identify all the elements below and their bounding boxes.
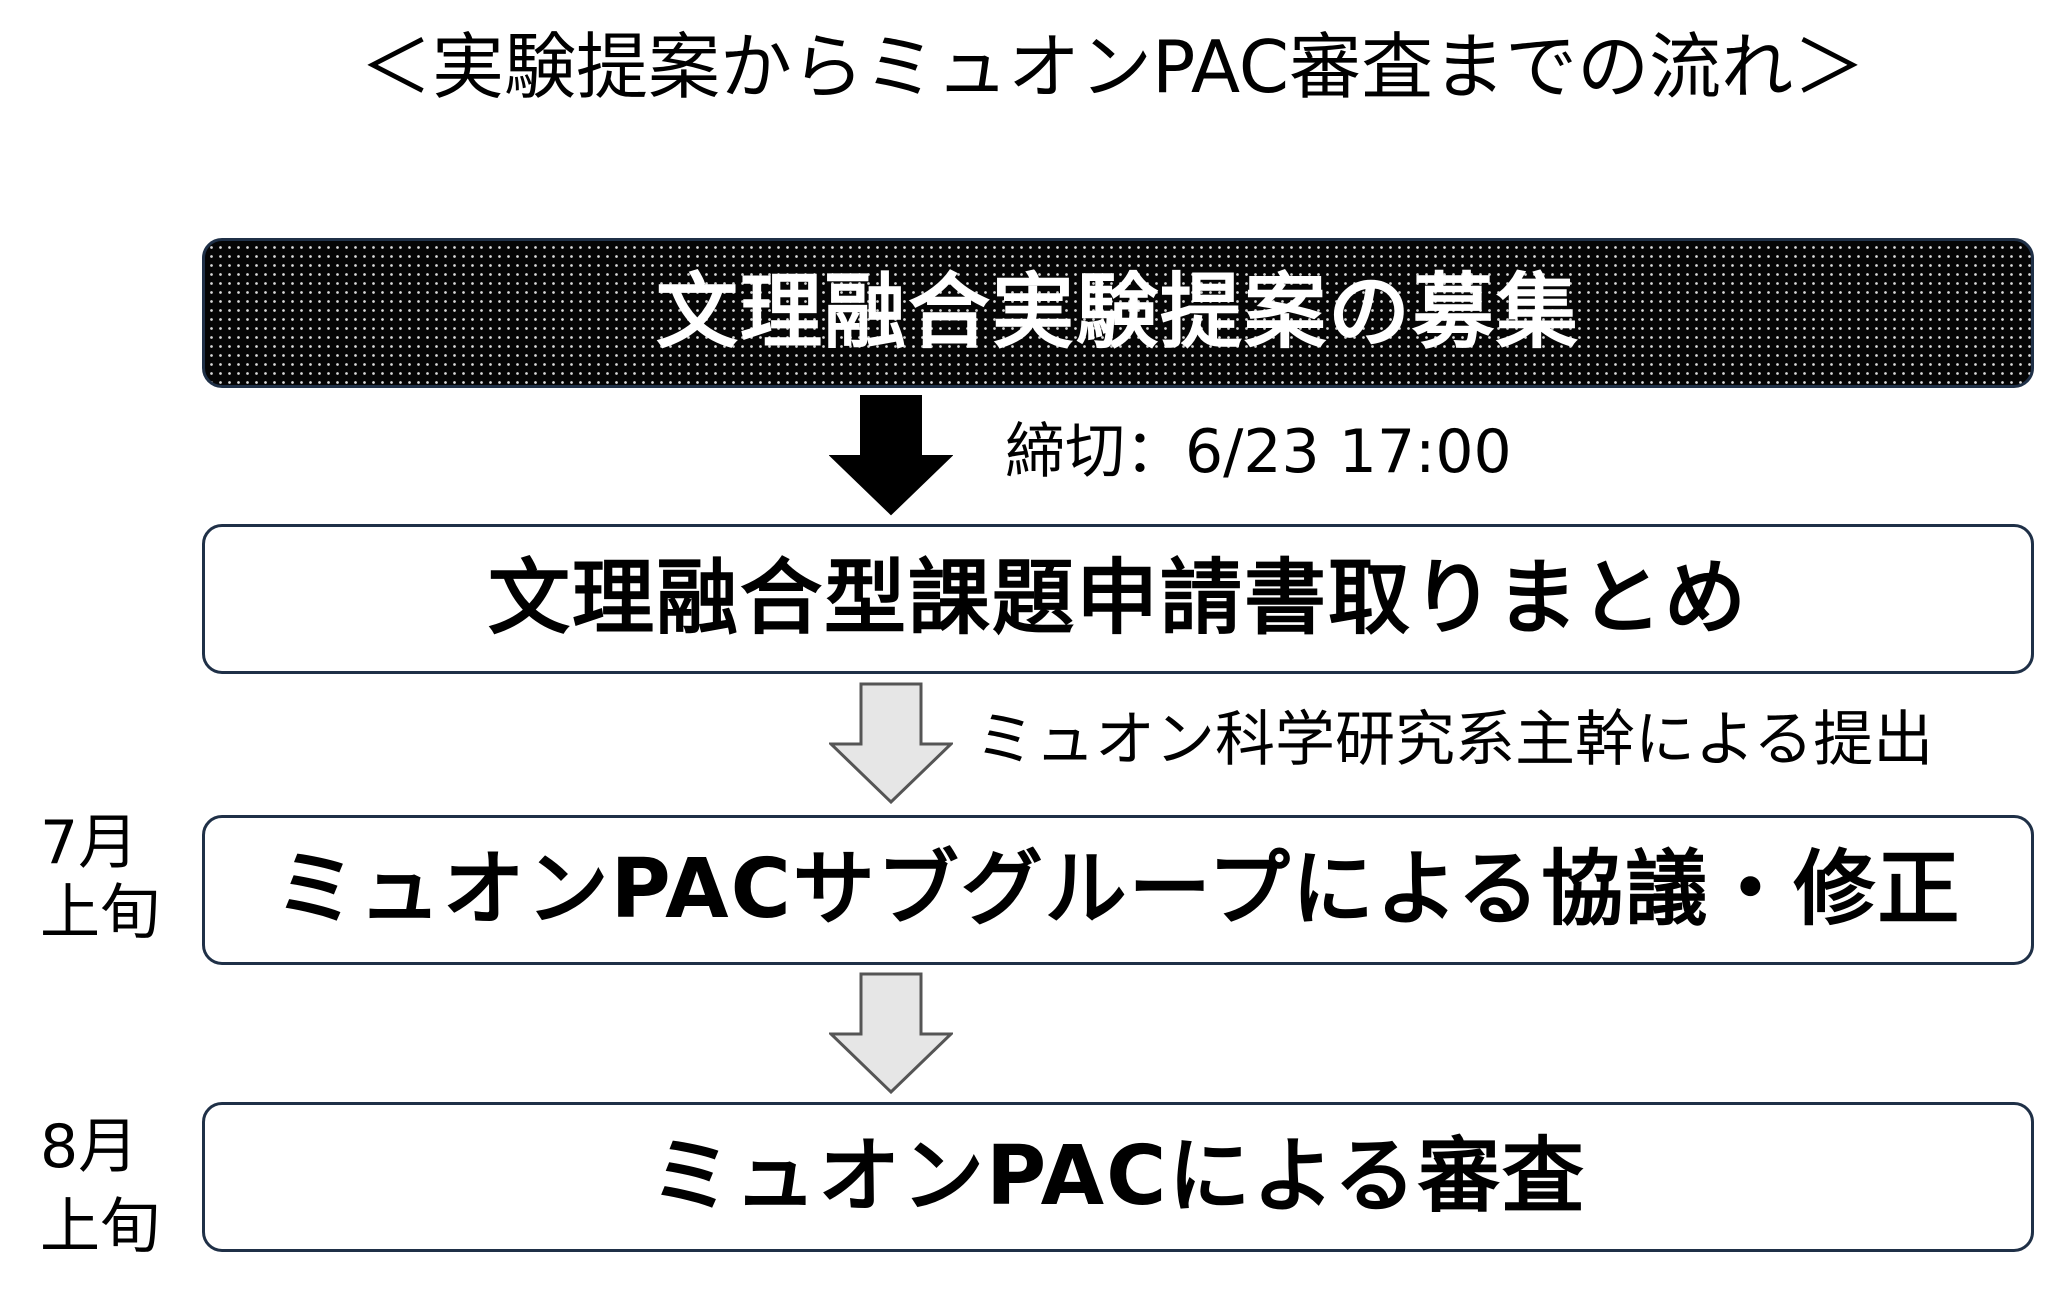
step-label: 文理融合型課題申請書取りまとめ bbox=[487, 551, 1748, 646]
down-arrow-outline-icon bbox=[829, 972, 953, 1094]
step-label: ミュオンPACによる審査 bbox=[650, 1129, 1586, 1224]
step-label: 文理融合実験提案の募集 bbox=[655, 265, 1580, 360]
step3-period-label: 上旬 bbox=[40, 878, 160, 948]
step-box-compile-applications: 文理融合型課題申請書取りまとめ bbox=[202, 524, 2034, 674]
down-arrow-outline-icon bbox=[829, 682, 953, 804]
step-box-call-for-proposals: 文理融合実験提案の募集 bbox=[202, 238, 2034, 388]
step4-period-label: 上旬 bbox=[40, 1192, 160, 1262]
down-arrow-solid-icon bbox=[829, 394, 953, 516]
submission-note: ミュオン科学研究系主幹による提出 bbox=[975, 705, 1934, 775]
step-label: ミュオンPACサブグループによる協議・修正 bbox=[274, 842, 1962, 937]
step3-month-label: 7月 bbox=[40, 808, 139, 878]
step-box-pac-review: ミュオンPACによる審査 bbox=[202, 1102, 2034, 1252]
step-box-subgroup-review: ミュオンPACサブグループによる協議・修正 bbox=[202, 815, 2034, 965]
page-title: ＜実験提案からミュオンPAC審査までの流れ＞ bbox=[360, 25, 1866, 109]
step4-month-label: 8月 bbox=[40, 1112, 139, 1182]
deadline-note: 締切：6/23 17:00 bbox=[1005, 417, 1512, 487]
